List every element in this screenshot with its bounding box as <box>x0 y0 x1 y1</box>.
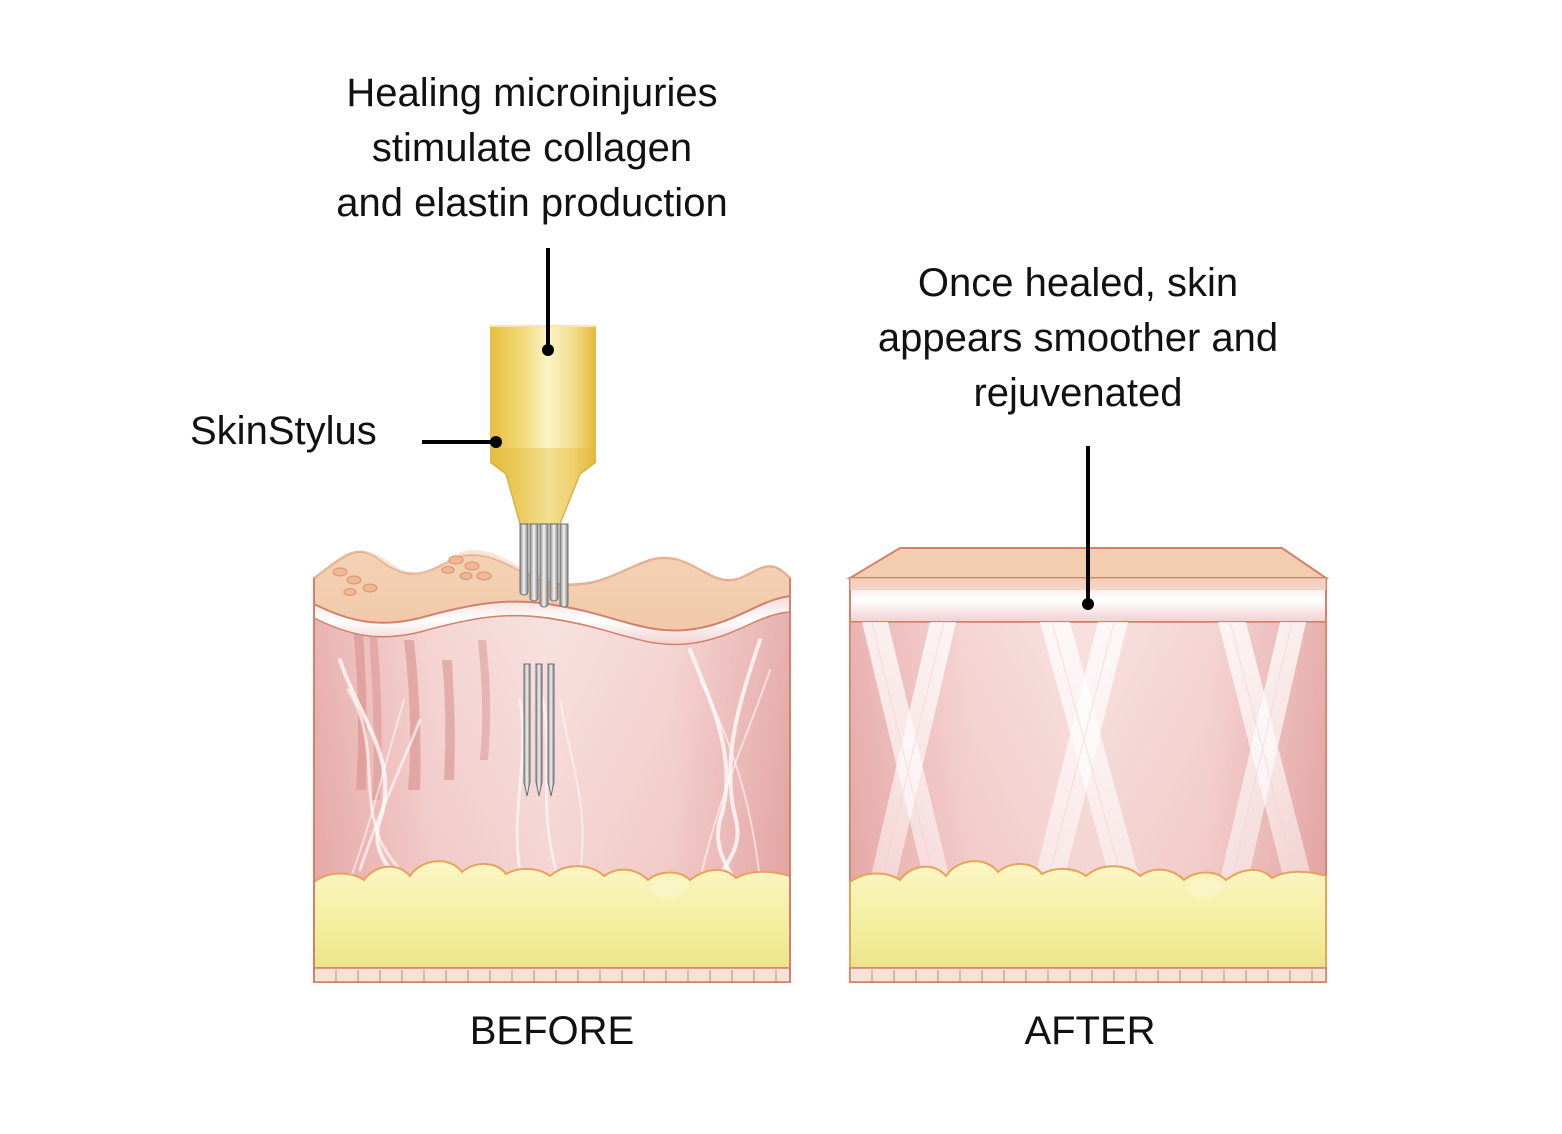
skinstylus-device <box>489 325 597 608</box>
healed-annotation-line-3: rejuvenated <box>973 371 1183 415</box>
before-panel-label: BEFORE <box>469 1009 635 1053</box>
healed-annotation-line-2: appears smoother and <box>877 316 1279 360</box>
healing-annotation-line-3: and elastin production <box>336 181 728 225</box>
stylus-leader-dot <box>490 436 502 448</box>
before-fat-layer <box>313 860 791 969</box>
embedded-needles <box>523 663 555 797</box>
healed-annotation: Once healed, skin appears smoother and r… <box>828 256 1328 421</box>
leader-lines <box>422 248 1094 610</box>
healed-annotation-line-1: Once healed, skin <box>917 261 1239 305</box>
healing-annotation: Healing microinjuries stimulate collagen… <box>282 66 782 231</box>
epidermis-cells <box>332 555 492 596</box>
after-collagen-fibers <box>862 621 1312 881</box>
healing-annotation-line-2: stimulate collagen <box>371 126 693 170</box>
healed-leader-dot <box>1082 598 1094 610</box>
before-skin-panel <box>313 549 791 983</box>
after-skin-panel <box>846 547 1330 983</box>
skinstylus-label: SkinStylus <box>190 409 377 453</box>
healing-leader-dot <box>542 344 554 356</box>
after-base-strip <box>849 967 1327 983</box>
stylus-needles <box>519 523 569 608</box>
before-basement-band <box>314 596 790 645</box>
stylus-body <box>490 326 596 524</box>
after-fat-layer <box>849 860 1327 969</box>
healing-annotation-line-1: Healing microinjuries <box>346 71 718 115</box>
after-panel-label: AFTER <box>1024 1009 1156 1053</box>
before-base-strip <box>313 967 791 983</box>
